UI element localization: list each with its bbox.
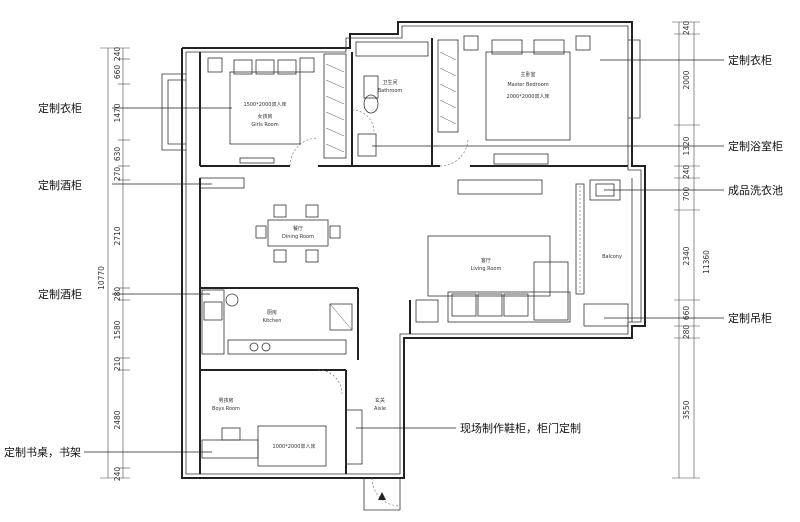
wine-cabinet-upper: [199, 177, 245, 189]
boys-bed-label: 1000*2000单人床: [273, 443, 316, 450]
bathroom-vanity: [357, 133, 377, 157]
dim-left-seg-6: 2710: [113, 226, 122, 245]
girls-room-label: 女孩房: [257, 113, 272, 120]
entry-arrow-icon: [378, 492, 386, 500]
stove-burner: [261, 342, 271, 352]
living-room: 客厅 Living Room: [415, 179, 571, 323]
leader-lines: [84, 59, 724, 453]
dining-table: [267, 219, 329, 247]
callout-wardrobe-left: 定制衣柜: [38, 101, 82, 115]
kitchen: 厨房 Kitchen: [201, 289, 353, 355]
callout-shoe-cabinet: 现场制作鞋柜，柜门定制: [460, 421, 581, 435]
callouts: 定制衣柜 定制酒柜 定制酒柜 定制书桌，书架 定制衣柜 定制浴室柜 成品洗衣池 …: [4, 53, 783, 459]
callout-desk-shelf: 定制书桌，书架: [4, 445, 81, 459]
entry-label: 玄关: [375, 397, 385, 404]
dim-left-seg-2: 660: [113, 65, 122, 80]
balcony-label: Balcony: [602, 254, 622, 260]
toilet: [363, 75, 379, 99]
kitchen-counter: [227, 339, 347, 355]
dim-right-seg-9: 3550: [682, 400, 691, 419]
master-nightstand: [463, 35, 479, 51]
living-room-label-en: Living Room: [471, 266, 502, 272]
callout-bathroom-cabinet: 定制浴室柜: [728, 139, 783, 153]
bathroom: 卫生间 Bathroom: [355, 41, 429, 157]
master-bed-label: 2000*2000双人床: [507, 93, 550, 100]
shoe-cabinet: [345, 409, 363, 465]
kitchen-label-en: Kitchen: [263, 318, 282, 324]
girls-room-bed: [229, 71, 301, 145]
girls-bed-label: 1500*2000双人床: [244, 101, 287, 108]
girls-room-nightstand: [299, 57, 315, 73]
dim-right-seg-4: 240: [682, 165, 691, 180]
dining-room-label-en: Dining Room: [282, 234, 314, 240]
hanging-cabinet: [583, 303, 629, 327]
callout-wine-cabinet-1: 定制酒柜: [38, 178, 82, 192]
dim-right-seg-8: 280: [682, 325, 691, 340]
master-room-label: 主卧室: [520, 71, 535, 78]
dim-right-seg-7: 660: [682, 306, 691, 321]
kitchen-sink: [203, 301, 223, 321]
callout-wardrobe-right: 定制衣柜: [728, 53, 772, 67]
interior-walls: [199, 38, 628, 474]
dim-right-total: 11360: [702, 250, 711, 274]
dim-right-seg-5: 700: [682, 187, 691, 202]
outer-walls: [161, 21, 646, 479]
stove-burner: [249, 342, 259, 352]
girls-room: 1500*2000双人床 女孩房 Girls Room: [207, 57, 315, 164]
boys-room-label: 男孩房: [218, 397, 233, 404]
tv-cabinet: [457, 179, 543, 195]
girls-room-nightstand: [207, 57, 223, 73]
dim-left-seg-5: 270: [113, 167, 122, 182]
callout-laundry-sink: 成品洗衣池: [728, 183, 783, 197]
dim-left-total: 10770: [97, 266, 106, 290]
door-swings: [289, 109, 469, 511]
dim-left-seg-9: 210: [113, 357, 122, 372]
dim-right-seg-6: 2340: [682, 246, 691, 265]
living-room-label: 客厅: [481, 257, 491, 264]
entry-label-en: Aisle: [374, 406, 386, 412]
callout-wine-cabinet-2: 定制酒柜: [38, 287, 82, 301]
desk: [201, 439, 259, 459]
fridge: [329, 303, 353, 331]
girls-room-label-en: Girls Room: [251, 122, 278, 128]
dim-left-seg-4: 630: [113, 147, 122, 162]
bathroom-label: 卫生间: [382, 79, 397, 86]
boys-room: 男孩房 Boys Room 1000*2000单人床: [201, 397, 327, 467]
master-bed: [485, 51, 571, 141]
sofa: [447, 291, 571, 323]
boys-room-label-en: Boys Room: [212, 406, 240, 412]
left-dimension-chain: 10770 240 660 1470 630 270 2710 280 1580…: [97, 47, 130, 482]
side-table: [415, 299, 439, 323]
callout-hanging-cabinet: 定制吊柜: [728, 311, 772, 325]
wardrobe-hatching: [323, 39, 585, 295]
master-bedroom: 主卧室 Master Bedroom 2000*2000双人床: [463, 35, 591, 165]
master-room-label-en: Master Bedroom: [507, 82, 548, 88]
kitchen-label: 厨房: [267, 309, 277, 316]
dim-right-seg-1: 240: [682, 21, 691, 36]
dim-left-seg-8: 1580: [113, 320, 122, 339]
balcony: Balcony: [583, 179, 629, 327]
bathroom-label-en: Bathroom: [378, 88, 403, 94]
entry: 玄关 Aisle: [345, 397, 386, 500]
dining-room: 餐厅 Dining Room: [199, 177, 341, 263]
master-nightstand: [575, 35, 591, 51]
dim-left-seg-11: 240: [113, 467, 122, 482]
dim-left-seg-3: 1470: [113, 103, 122, 122]
dining-room-label: 餐厅: [293, 225, 303, 232]
dim-right-seg-2: 2000: [682, 70, 691, 89]
right-dimension-chain: 11360 240 2000 1320 240 700 2340 660 280…: [672, 21, 711, 479]
dim-left-seg-1: 240: [113, 47, 122, 62]
dim-left-seg-10: 2480: [113, 410, 122, 429]
